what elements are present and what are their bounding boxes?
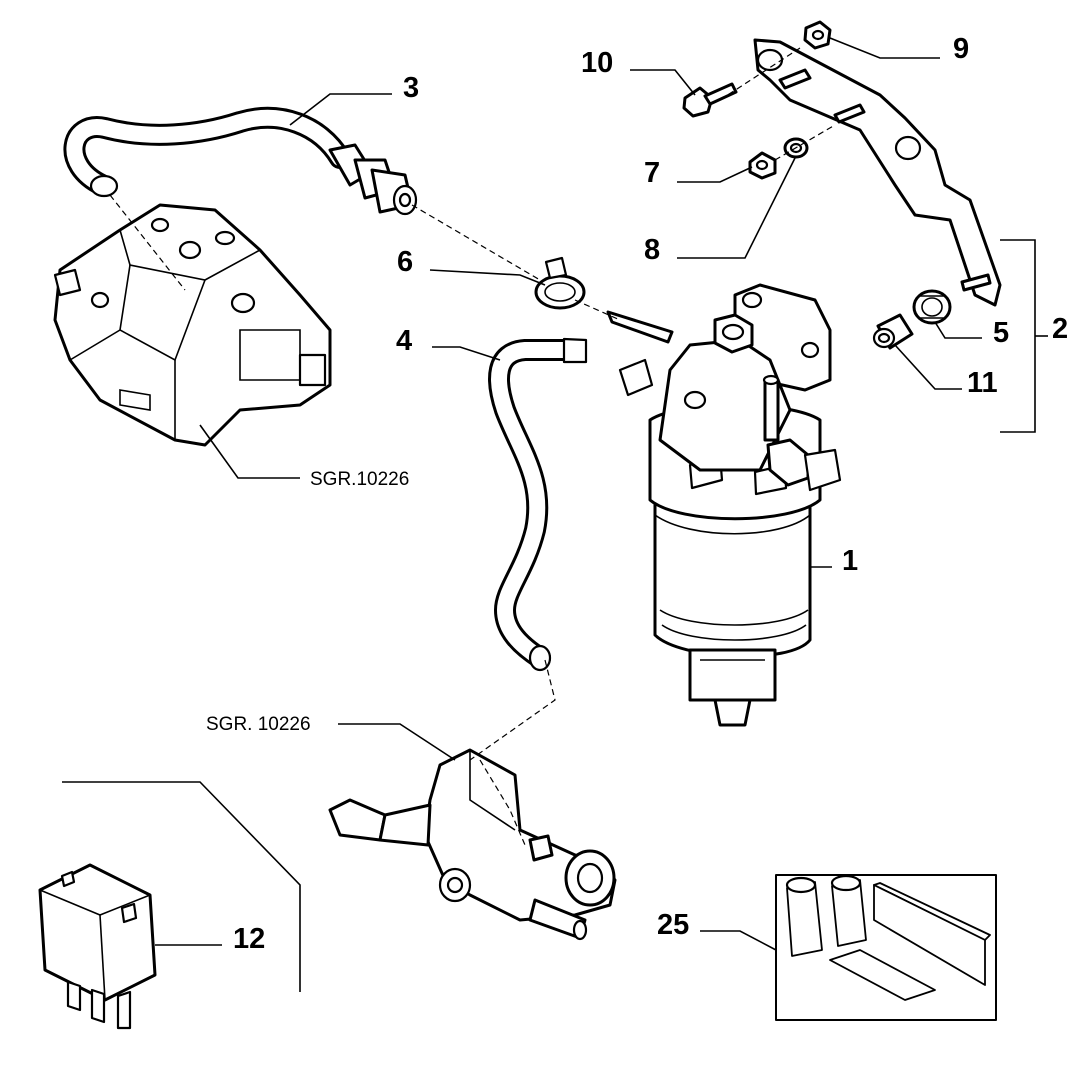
- fuel-hose-3: [63, 106, 418, 216]
- callout-7: 7: [644, 157, 660, 189]
- callout-1: 1: [842, 545, 858, 577]
- bolt-10: [682, 82, 738, 118]
- nut-9: [803, 20, 832, 50]
- leader-lines: [62, 37, 1048, 992]
- callout-4: 4: [396, 325, 412, 357]
- ref-pump: SGR.10226: [310, 469, 409, 490]
- bushing-11: [872, 313, 914, 350]
- callout-10: 10: [581, 47, 613, 79]
- callout-labels: 1 2 3 4 5 6 7 8 9 10 11 12 25 SGR.10226 …: [206, 33, 1068, 955]
- assembly-guide-lines: [109, 47, 836, 846]
- fuel-hose-4: [488, 337, 588, 672]
- callout-11: 11: [967, 367, 998, 399]
- callout-6: 6: [397, 246, 413, 278]
- mounting-bracket: [753, 38, 1002, 307]
- callout-2: 2: [1052, 313, 1068, 345]
- callout-5: 5: [993, 317, 1009, 349]
- grommet-5: [912, 289, 952, 325]
- hose-clamp-6: [534, 256, 586, 310]
- relay-12: [38, 863, 157, 1030]
- callout-25: 25: [657, 909, 689, 941]
- ref-manifold: SGR. 10226: [206, 714, 311, 735]
- callout-12: 12: [233, 923, 265, 955]
- nut-7: [748, 151, 777, 180]
- callout-8: 8: [644, 234, 660, 266]
- fuel-filter-assembly: [606, 283, 842, 727]
- callout-9: 9: [953, 33, 969, 65]
- callout-3: 3: [403, 72, 419, 104]
- fuel-manifold: [328, 748, 617, 941]
- high-pressure-pump: [53, 203, 332, 447]
- service-kit-25: [775, 874, 997, 1021]
